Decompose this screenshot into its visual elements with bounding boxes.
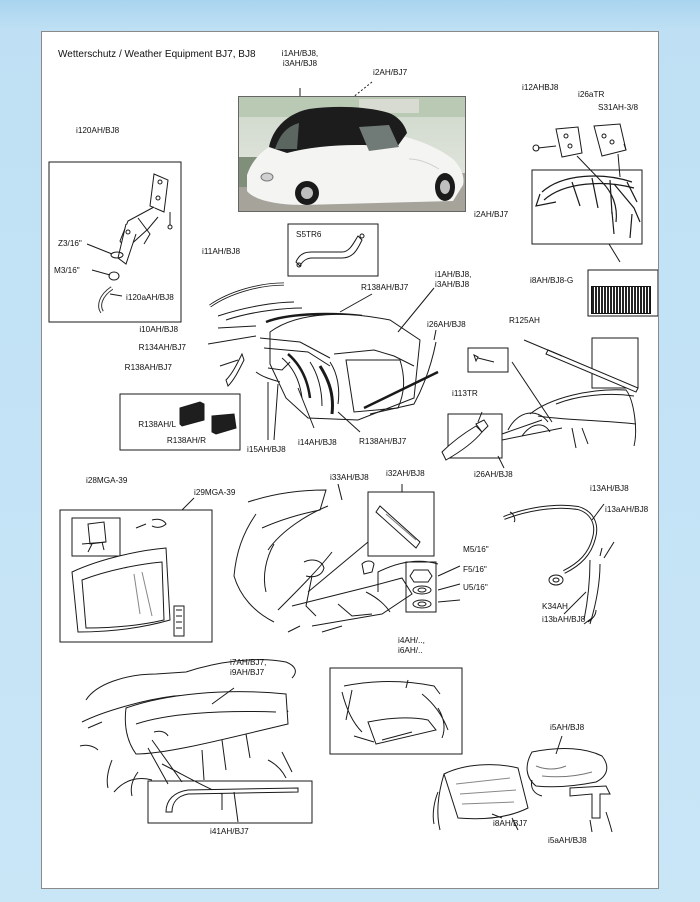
label-i13aah: i13aAH/BJ8 bbox=[605, 505, 649, 514]
label-i10ah: i10AH/BJ8 bbox=[139, 325, 178, 334]
page-title: Wetterschutz / Weather Equipment BJ7, BJ… bbox=[58, 49, 256, 60]
label-i11ah: i11AH/BJ8 bbox=[202, 247, 241, 256]
stay-strut bbox=[375, 505, 421, 549]
label-i5ah: i5AH/BJ8 bbox=[550, 723, 585, 732]
bracket-assembly bbox=[98, 173, 173, 314]
label-r138ah-r: R138AH/R bbox=[166, 436, 206, 445]
label-s5tr6: S5TR6 bbox=[296, 230, 322, 239]
cover-bag-a bbox=[526, 748, 608, 788]
label-i113tr: i113TR bbox=[452, 389, 478, 398]
label-r138ah-bj7-a: R138AH/BJ7 bbox=[361, 283, 409, 292]
label-i26ah-b: i26AH/BJ8 bbox=[474, 470, 513, 479]
box-i113tr bbox=[447, 413, 503, 459]
label-m5: M5/16" bbox=[463, 545, 489, 554]
hood-cover-lineart bbox=[341, 681, 449, 745]
label-i14ah: i14AH/BJ8 bbox=[298, 438, 337, 447]
box-i32ah bbox=[367, 491, 435, 557]
label-i2ah-right: i2AH/BJ7 bbox=[474, 210, 509, 219]
softtop-assembly bbox=[209, 282, 439, 421]
label-i120aah: i120aAH/BJ8 bbox=[126, 293, 174, 302]
label-m3: M3/16" bbox=[54, 266, 80, 275]
label-u5: U5/16" bbox=[463, 583, 488, 592]
label-i26ah-a: i26AH/BJ8 bbox=[427, 320, 466, 329]
label-i1ah-top: i1AH/BJ8,i3AH/BJ8 bbox=[281, 49, 319, 68]
label-z3: Z3/16" bbox=[58, 239, 82, 248]
side-curtain bbox=[71, 547, 171, 633]
grab-handle bbox=[295, 235, 363, 267]
label-i32ah: i32AH/BJ8 bbox=[386, 469, 425, 478]
label-s31ah: S31AH-3/8 bbox=[598, 103, 639, 112]
label-i33ah: i33AH/BJ8 bbox=[330, 473, 369, 482]
label-f5: F5/16" bbox=[463, 565, 487, 574]
label-i4ah: i4AH/..,i6AH/.. bbox=[398, 636, 425, 655]
label-i41ah: i41AH/BJ7 bbox=[210, 827, 249, 836]
label-r138ah-l: R138AH/L bbox=[138, 420, 176, 429]
i8ah-fabric-sample bbox=[591, 286, 651, 314]
label-r138ah-bj7-c: R138AH/BJ7 bbox=[359, 437, 407, 446]
label-i120ah: i120AH/BJ8 bbox=[76, 126, 120, 135]
label-i2ah-top: i2AH/BJ7 bbox=[373, 68, 408, 77]
box-i28mga bbox=[59, 509, 213, 643]
cover-strap bbox=[569, 785, 611, 819]
hood-frame bbox=[535, 175, 641, 239]
box-i120ah bbox=[48, 161, 182, 323]
label-i8ah-bj7: i8AH/BJ7 bbox=[493, 819, 528, 828]
label-i5aah: i5aAH/BJ8 bbox=[548, 836, 587, 845]
parts-diagram bbox=[48, 81, 658, 833]
label-i7ah: i7AH/BJ7,i9AH/BJ7 bbox=[230, 658, 267, 677]
boot-area-lineart bbox=[233, 489, 439, 633]
box-i2ah-frame bbox=[531, 169, 643, 245]
label-i8ah-g: i8AH/BJ8-G bbox=[530, 276, 574, 285]
box-i41ah bbox=[147, 780, 313, 824]
hinge-hardware bbox=[532, 123, 627, 158]
label-i28mga: i28MGA-39 bbox=[86, 476, 128, 485]
label-i13ah: i13AH/BJ8 bbox=[590, 484, 629, 493]
label-i1ah-mid: i1AH/BJ8,i3AH/BJ8 bbox=[435, 270, 472, 289]
car-rear-lineart bbox=[507, 389, 637, 449]
seal-channel bbox=[503, 504, 598, 574]
label-i13bah: i13bAH/BJ8 bbox=[542, 615, 586, 624]
label-i15ah: i15AH/BJ8 bbox=[247, 445, 286, 454]
label-r138ah-bj7-b: R138AH/BJ7 bbox=[124, 363, 172, 372]
tonneau-rail bbox=[165, 787, 299, 813]
car-photo-art bbox=[239, 97, 465, 211]
box-r138ah-blocks bbox=[119, 393, 241, 451]
label-r134ah: R134AH/BJ7 bbox=[138, 343, 186, 352]
box-i4ah bbox=[329, 667, 463, 755]
tonneau-lineart bbox=[79, 659, 296, 810]
label-i26atr: i26aTR bbox=[578, 90, 605, 99]
car-photo bbox=[238, 96, 466, 212]
rubber-block-right bbox=[211, 413, 237, 435]
rubber-block-left bbox=[179, 401, 205, 427]
box-s5tr6 bbox=[287, 223, 379, 277]
box-i28mga-bracket bbox=[71, 517, 121, 557]
label-i12ahbj8: i12AHBJ8 bbox=[522, 83, 559, 92]
box-i8ah-g bbox=[587, 269, 658, 317]
label-k34ah: K34AH bbox=[542, 602, 568, 611]
box-r125ah-detail bbox=[591, 337, 639, 389]
catalog-sheet: Wetterschutz / Weather Equipment BJ7, BJ… bbox=[41, 31, 659, 889]
box-screw bbox=[467, 347, 509, 373]
label-i29mga: i29MGA-39 bbox=[194, 488, 236, 497]
box-fasteners bbox=[405, 561, 437, 613]
label-r125ah: R125AH bbox=[509, 316, 540, 325]
